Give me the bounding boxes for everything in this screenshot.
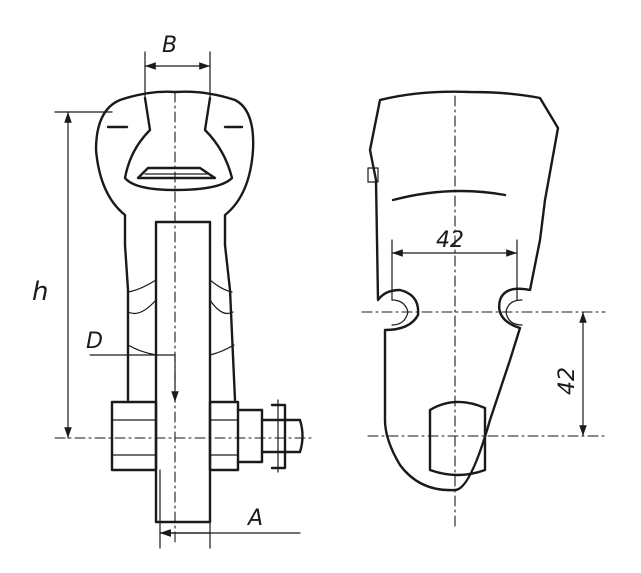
bottom-oval bbox=[428, 400, 487, 477]
nut-right bbox=[208, 400, 240, 472]
front-view: B h D A bbox=[32, 33, 313, 549]
label-h: h bbox=[32, 277, 48, 307]
label-d: D bbox=[86, 329, 103, 354]
shank-outer-left bbox=[123, 243, 130, 402]
side-outline bbox=[368, 90, 560, 492]
cotter-pin bbox=[260, 418, 304, 454]
label-b: B bbox=[162, 33, 177, 58]
shank-outer-right bbox=[223, 243, 237, 402]
label-a: A bbox=[246, 506, 263, 531]
label-42-horizontal: 42 bbox=[436, 228, 464, 253]
head-pin bbox=[136, 166, 217, 180]
label-42-vertical: 42 bbox=[555, 367, 580, 395]
nut-left bbox=[110, 400, 158, 472]
side-view: 42 42 bbox=[361, 90, 606, 529]
inner-eye bbox=[154, 220, 212, 524]
head-window bbox=[123, 96, 234, 192]
